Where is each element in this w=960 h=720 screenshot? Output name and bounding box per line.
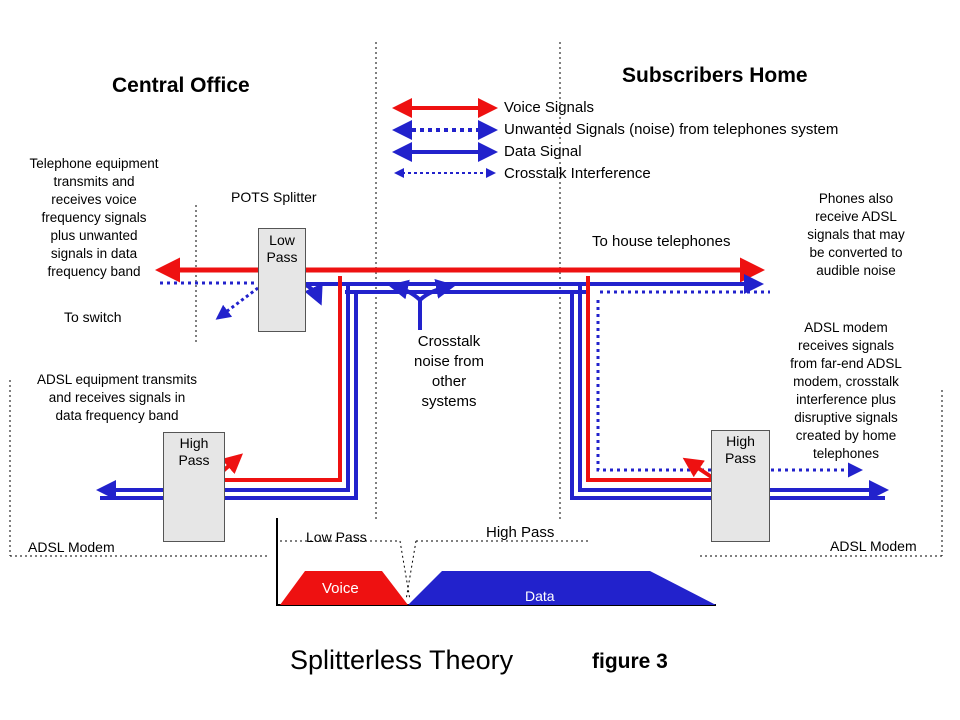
right-drop-blue-1	[578, 284, 889, 500]
crosstalk-y-left	[388, 279, 422, 302]
low-pass-label-2: Pass	[266, 249, 298, 265]
adsl-modem-right-label: ADSL Modem	[830, 538, 917, 554]
spectrum-voice-label: Voice	[322, 580, 359, 597]
right-drop-red	[586, 276, 720, 482]
legend-voice-label: Voice Signals	[504, 99, 595, 116]
filter-slope-right	[405, 540, 417, 601]
adsl-modem-left-label: ADSL Modem	[28, 539, 115, 555]
crosstalk-note: Crosstalk noise from other systems	[413, 333, 485, 410]
crosstalk-y-right	[418, 279, 456, 302]
to-house-telephones-label: To house telephones	[592, 233, 731, 250]
high-pass-left-label-2: Pass	[178, 452, 210, 468]
data-band	[408, 571, 716, 605]
high-pass-box-left: High Pass	[163, 432, 225, 542]
filter-slope-left	[399, 540, 411, 601]
low-pass-label-1: Low	[269, 232, 295, 248]
voice-band	[280, 571, 408, 605]
high-pass-right-label-1: High	[726, 433, 755, 449]
high-pass-right-label-2: Pass	[724, 450, 757, 466]
high-pass-box-right: High Pass	[711, 430, 770, 542]
pots-splitter-label: POTS Splitter	[231, 189, 317, 205]
spectrum-data-label: Data	[525, 588, 555, 604]
caption-title: Splitterless Theory	[290, 645, 514, 675]
low-pass-box: Low Pass	[258, 228, 306, 332]
to-switch-arrow	[215, 286, 259, 320]
high-pass-left-label-1: High	[179, 435, 209, 451]
spectrum-low-pass-label: Low Pass	[306, 529, 367, 545]
legend-noise-label: Unwanted Signals (noise) from telephones…	[504, 121, 839, 138]
heading-subscribers-home: Subscribers Home	[622, 64, 808, 87]
phones-also-note: Phones also receive ADSL signals that ma…	[807, 191, 905, 278]
adsl-equipment-note: ADSL equipment transmits and receives si…	[36, 372, 198, 423]
right-drop-blue-2	[570, 292, 885, 500]
heading-central-office: Central Office	[112, 74, 250, 97]
caption-figure: figure 3	[592, 650, 668, 673]
to-switch-label: To switch	[64, 309, 122, 325]
telephone-equipment-note: Telephone equipment transmits and receiv…	[29, 156, 159, 279]
spectrum-high-pass-label: High Pass	[486, 524, 555, 541]
legend-crosstalk-label: Crosstalk Interference	[504, 165, 651, 182]
legend-data-label: Data Signal	[504, 143, 582, 160]
adsl-modem-receives-note: ADSL modem receives signals from far-end…	[790, 320, 902, 461]
left-drop-red	[220, 276, 342, 482]
right-drop-noise-dotted	[596, 300, 863, 478]
